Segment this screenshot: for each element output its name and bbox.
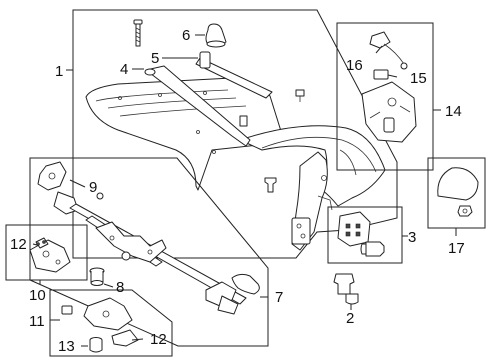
bumper-part-8 <box>89 267 105 286</box>
linkage-assembly <box>37 161 260 315</box>
box-17 <box>427 157 486 229</box>
callout-4: 4 <box>120 61 128 78</box>
callout-17: 17 <box>448 240 465 257</box>
callout-6: 6 <box>182 27 190 44</box>
box-3 <box>327 206 403 264</box>
callout-1: 1 <box>55 63 63 80</box>
box-14 <box>336 22 434 171</box>
box-10 <box>5 224 88 281</box>
callout-3: 3 <box>408 229 416 246</box>
box-11 <box>49 289 173 357</box>
plug-part-13 <box>89 337 103 353</box>
cap-part-6 <box>205 23 227 48</box>
callout-7: 7 <box>275 289 283 306</box>
callout-15: 15 <box>410 70 427 87</box>
callout-14: 14 <box>445 103 462 120</box>
callout-10: 10 <box>29 287 46 304</box>
callout-16: 16 <box>346 57 363 74</box>
top-frame-assembly <box>85 51 386 251</box>
bolt-part-2 <box>333 273 359 305</box>
callout-12b: 12 <box>150 331 167 348</box>
callout-2: 2 <box>346 310 354 327</box>
callout-8: 8 <box>116 279 124 296</box>
callout-9: 9 <box>89 179 97 196</box>
bolt-part <box>133 19 143 47</box>
callout-11: 11 <box>29 313 45 330</box>
callout-13: 13 <box>58 338 75 355</box>
leader-lines <box>32 34 457 347</box>
callout-12a: 12 <box>10 236 27 253</box>
callout-5: 5 <box>151 50 159 67</box>
